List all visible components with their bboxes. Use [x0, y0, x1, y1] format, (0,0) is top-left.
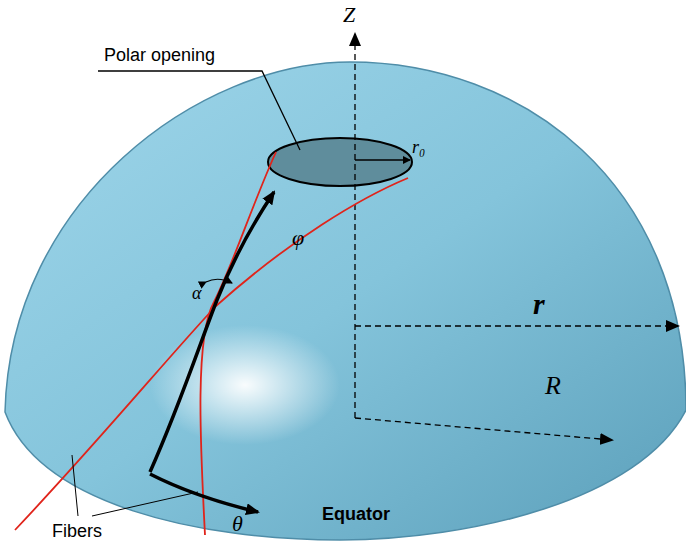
dimension-label: r₀ — [412, 138, 425, 158]
radius-R-arrow — [355, 418, 612, 440]
axis-label: Z — [343, 3, 355, 27]
leader-line — [92, 492, 198, 516]
z-axis — [354, 34, 355, 350]
leader-line — [72, 455, 78, 516]
radius-r-arrow — [355, 325, 678, 326]
leader-line — [98, 71, 300, 150]
dome-surface — [5, 62, 686, 540]
coordinate-label: θ — [232, 512, 243, 536]
angle-label: α — [192, 284, 201, 304]
coordinate-label: φ — [292, 226, 304, 250]
highlight — [150, 325, 340, 445]
dimension-label: R — [545, 372, 561, 401]
polar-opening — [268, 138, 412, 186]
angle-arc — [206, 279, 232, 283]
part-label: Polar opening — [104, 46, 215, 66]
part-label: Equator — [322, 505, 390, 525]
opening-radius-arrow — [355, 159, 410, 161]
meridian-arrow — [150, 192, 274, 472]
part-label: Fibers — [52, 522, 102, 542]
axis-extension — [354, 352, 355, 418]
parallel-arrow — [150, 474, 258, 512]
fiber-path — [15, 178, 408, 530]
dimension-label: r — [533, 287, 545, 320]
